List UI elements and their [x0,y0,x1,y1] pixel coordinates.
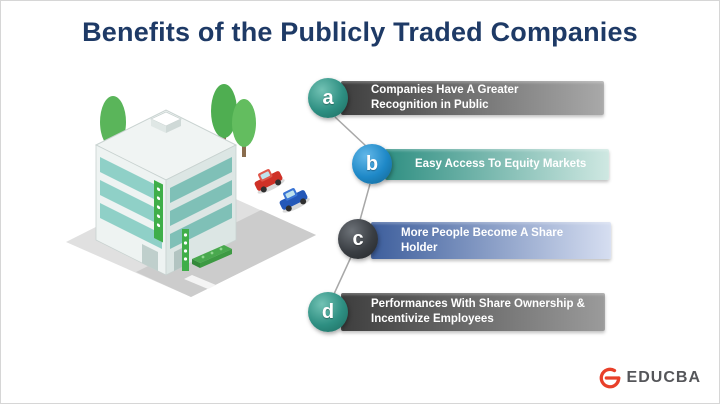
hedge-icon [192,245,232,268]
benefit-letter-b: b [365,152,379,175]
benefit-label-a: Companies Have A Greater Recognition in … [371,84,519,111]
educba-logo: EDUCBA [599,367,701,389]
benefit-label-d: Performances With Share Ownership & Ince… [371,298,585,325]
benefit-letter-a: a [322,86,334,109]
signal-pole-icon [182,229,189,271]
benefit-label-c: More People Become A Share Holder [401,226,564,254]
building-icon [94,109,238,276]
benefit-marker-c: c [338,219,378,259]
car-red-icon [254,169,285,194]
page-title: Benefits of the Publicly Traded Companie… [82,17,638,47]
educba-logo-text: EDUCBA [626,369,701,386]
educba-logo-icon [599,367,620,389]
benefit-letter-c: c [352,227,364,250]
benefit-bar-a: Companies Have A Greater Recognition in … [341,81,604,115]
building-illustration [66,84,316,297]
benefit-marker-a: a [308,78,348,118]
benefit-bar-b: Easy Access To Equity Markets [385,149,609,180]
benefit-letter-d: d [321,300,335,323]
benefit-marker-d: d [308,292,348,332]
benefit-label-b: Easy Access To Equity Markets [415,158,587,171]
benefit-marker-b: b [352,144,392,184]
benefit-bar-d: Performances With Share Ownership & Ince… [341,293,605,331]
benefit-bar-c: More People Become A Share Holder [371,222,611,259]
car-blue-icon [279,188,310,213]
